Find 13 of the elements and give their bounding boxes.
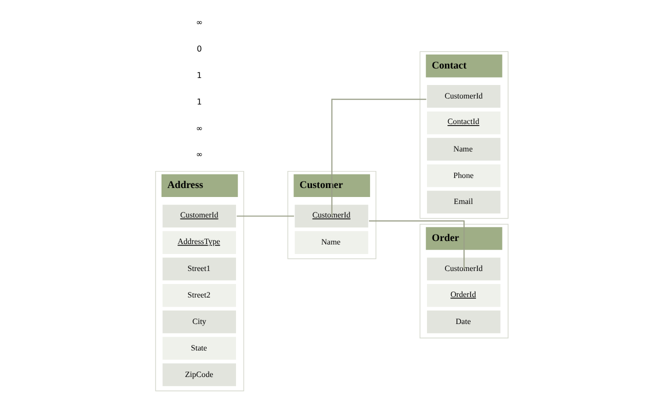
connector [236, 216, 294, 217]
node-box: Email [426, 190, 502, 214]
node-box: CustomerId [426, 84, 502, 109]
node-box: CustomerId [162, 204, 237, 228]
node-box: CustomerId [426, 256, 502, 282]
node-box: City [162, 310, 237, 334]
node-box: Street1 [162, 256, 237, 282]
connector [368, 220, 465, 269]
node-box: Name [426, 137, 502, 162]
node-box: CustomerId [294, 204, 369, 228]
connector [331, 98, 426, 216]
node-box: Date [426, 310, 502, 334]
node-box: ZipCode [162, 362, 237, 387]
